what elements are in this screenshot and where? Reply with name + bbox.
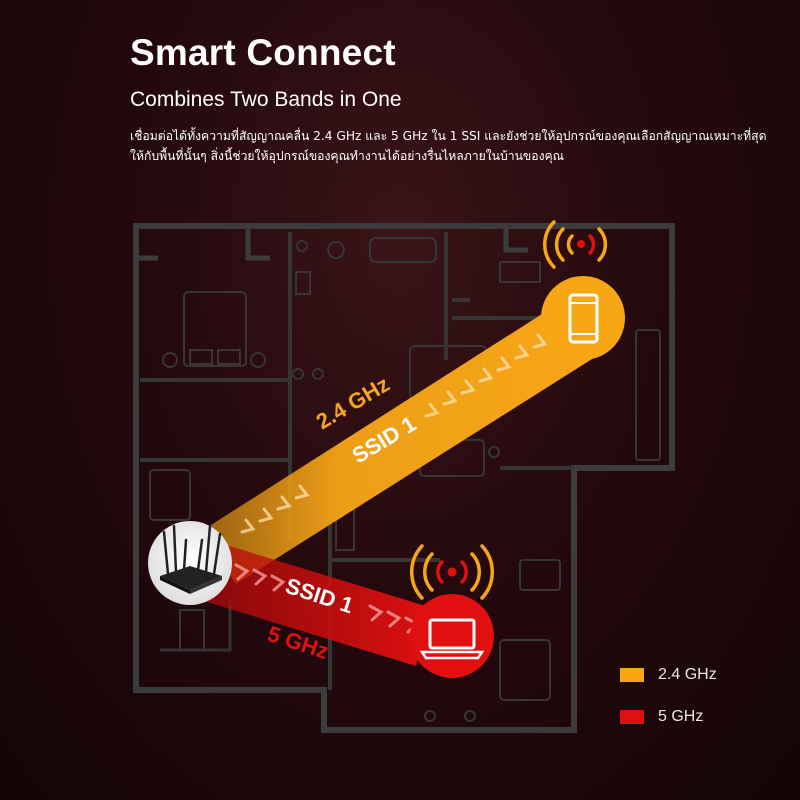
beam-2-4ghz-chevrons xyxy=(240,333,548,534)
beam-2-4ghz xyxy=(200,300,600,584)
legend-item-5ghz: 5 GHz xyxy=(620,706,717,728)
smartphone-icon xyxy=(541,276,625,360)
legend-swatch-5ghz xyxy=(620,710,644,724)
description-text: เชื่อมต่อได้ทั้งความที่สัญญาณคลื่น 2.4 G… xyxy=(130,129,767,163)
legend: 2.4 GHz 5 GHz xyxy=(620,664,717,748)
wifi-signal-5ghz-icon xyxy=(409,544,495,600)
wifi-signal-2-4ghz-icon xyxy=(543,220,608,269)
router-icon xyxy=(148,521,232,605)
legend-item-2-4ghz: 2.4 GHz xyxy=(620,664,717,686)
legend-label-2-4ghz: 2.4 GHz xyxy=(658,666,717,683)
legend-swatch-2-4ghz xyxy=(620,668,644,682)
page-title: Smart Connect xyxy=(130,32,396,73)
laptop-icon xyxy=(410,594,494,678)
legend-label-5ghz: 5 GHz xyxy=(658,708,704,725)
page-subtitle: Combines Two Bands in One xyxy=(130,88,402,111)
